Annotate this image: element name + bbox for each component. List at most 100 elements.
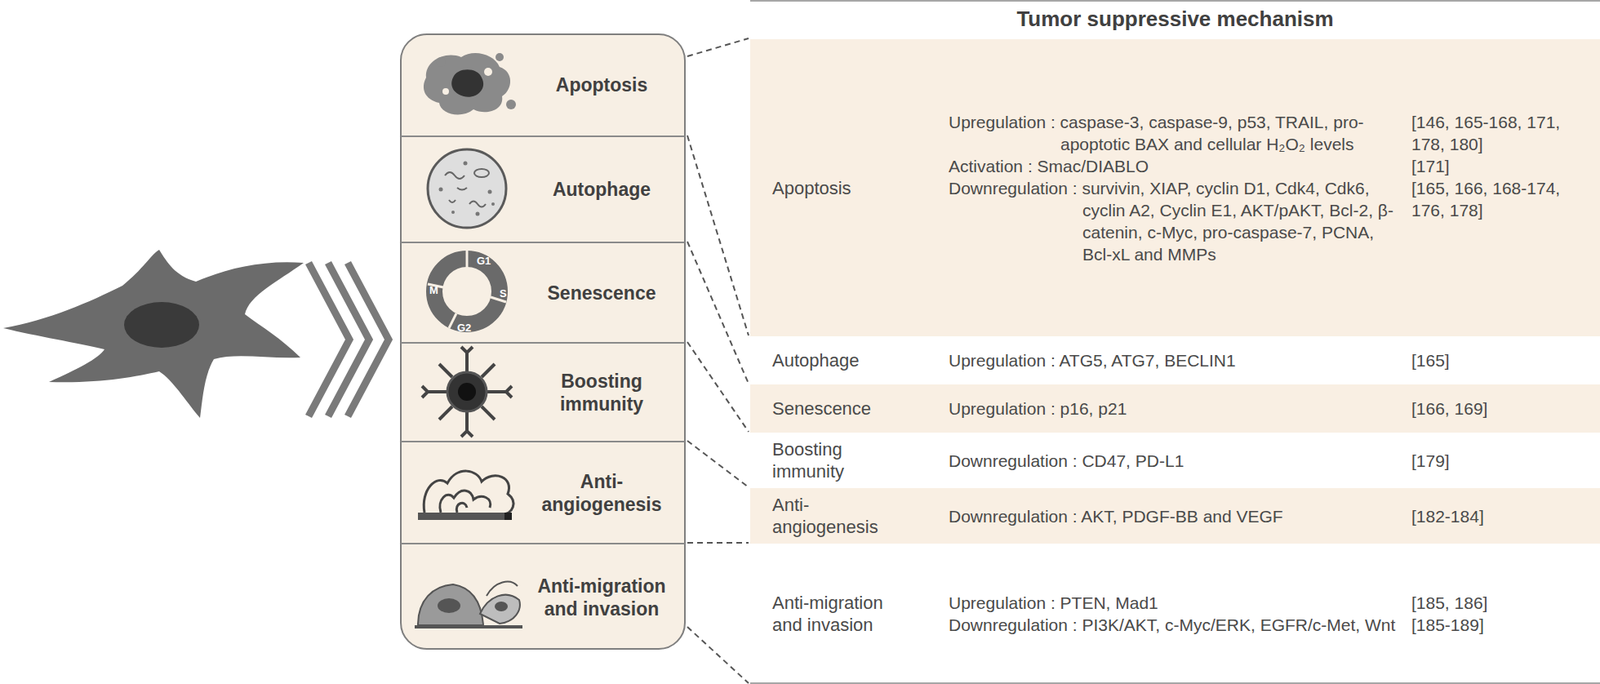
cell-cycle-icon-part-part <box>466 250 469 268</box>
autophage-icon-part-part <box>444 172 465 179</box>
panel <box>400 34 685 649</box>
cell-cycle-icon-part <box>427 250 507 329</box>
apoptosis-icon-part <box>442 88 449 95</box>
mechanism-cell: Downregulation : PI3K/AKT, c-Myc/ERK, EG… <box>948 613 1406 636</box>
autophage-icon-part-part <box>491 202 495 206</box>
chevron-arrows <box>308 262 389 417</box>
table-row: Anti-migration and invasion Upregulation … <box>750 543 1600 684</box>
apoptosis-icon-part <box>484 67 493 76</box>
box-label: Apoptosis <box>555 73 648 97</box>
box-label: Autophage <box>552 177 651 201</box>
migration-icon-part <box>480 595 520 624</box>
mechanism-cell: Downregulation : CD47, PD-L1 <box>948 449 1406 472</box>
panel-part <box>400 34 685 649</box>
mechanism-cell: Upregulation : caspase-3, caspase-9, p53… <box>948 111 1406 156</box>
category-cell: Boosting immunity <box>772 438 907 483</box>
zoom-lines-part <box>687 440 749 488</box>
panel-box: Boosting immunity <box>400 342 685 441</box>
cell-cycle-icon-part-part <box>448 313 457 329</box>
angiogenesis-icon <box>417 471 514 520</box>
autophage-icon-part <box>444 168 489 208</box>
autophage-icon-part-part <box>469 201 486 208</box>
apoptosis-icon-part <box>423 53 511 115</box>
autophage-icon-part-part <box>448 200 456 203</box>
migration-icon <box>414 582 523 627</box>
mechanism-cell: Upregulation : PTEN, Mad1 <box>948 591 1406 614</box>
immune-cell-icon-part <box>465 412 469 432</box>
reference-cell: [182-184] <box>1411 505 1587 528</box>
immune-cell-icon-part <box>465 352 469 372</box>
immune-cell-icon-part <box>439 406 453 420</box>
autophage-icon-part-part <box>488 190 493 195</box>
cell-cycle-icon <box>427 250 507 329</box>
box-label: Anti-angiogenesis <box>536 470 667 516</box>
mechanism-cell: Upregulation : ATG5, ATG7, BECLIN1 <box>948 349 1406 372</box>
category-cell: Autophage <box>772 349 907 372</box>
migration-icon-part <box>417 584 484 626</box>
panel-box: Apoptosis <box>400 33 685 136</box>
cell-illustration-part <box>3 249 304 418</box>
table-heading: Tumor suppressive mechanism <box>750 6 1600 32</box>
zoom-lines-part <box>687 135 749 336</box>
phase-label: G1 <box>476 254 491 267</box>
immune-cell-icon-part <box>481 364 495 378</box>
autophage-icon-part-part <box>463 161 468 166</box>
row-cells: Upregulation : caspase-3, caspase-9, p53… <box>948 111 1587 266</box>
mechanism-cell: Upregulation : p16, p21 <box>948 397 1406 420</box>
autophage-icon-part-part <box>474 168 489 178</box>
reference-cell: [185-189] <box>1411 613 1587 636</box>
immune-cell-icon-part <box>461 431 473 437</box>
zoom-lines-part <box>687 626 749 684</box>
autophage-icon-part <box>427 149 507 228</box>
immune-cell-icon-part <box>461 346 473 353</box>
autophage-icon-part <box>439 161 496 217</box>
zoom-lines-part <box>687 542 749 544</box>
category-cell: Senescence <box>772 397 907 420</box>
immune-cell-icon-part <box>427 390 447 394</box>
zoom-lines-part <box>687 38 749 57</box>
row-cells: Upregulation : PTEN, Mad1[185, 186]Downr… <box>948 591 1587 636</box>
table-row: Anti-angiogenesis Downregulation : AKT, P… <box>750 488 1600 544</box>
table-row: SenescenceUpregulation : p16, p21[166, 1… <box>750 384 1600 433</box>
angiogenesis-icon-part <box>423 471 514 515</box>
box-label: Senescence <box>547 281 657 305</box>
immune-cell-icon-part <box>506 386 512 398</box>
immune-cell-icon-part <box>439 364 453 378</box>
immune-cell-icon-part <box>457 382 476 401</box>
category-cell: Apoptosis <box>772 177 907 200</box>
autophage-icon <box>427 149 507 228</box>
panel-box: Anti-angiogenesis <box>400 440 685 543</box>
cell-cycle-icon-part <box>434 258 500 325</box>
immune-cell-icon-part <box>487 390 507 394</box>
mechanism-cell: Activation : Smac/DIABLO <box>948 155 1406 178</box>
apoptosis-icon-part <box>435 57 446 67</box>
mechanism-table: Tumor suppressive mechanismApoptosisUpre… <box>750 0 1600 684</box>
migration-icon-part <box>486 582 518 596</box>
mechanism-cell: Downregulation : AKT, PDGF-BB and VEGF <box>948 505 1406 528</box>
reference-cell: [171] <box>1411 155 1587 178</box>
reference-cell: [146, 165-168, 171, 178, 180] <box>1411 111 1587 156</box>
migration-icon-part <box>437 598 461 614</box>
table-row: Boosting immunity Downregulation : CD47, … <box>750 432 1600 489</box>
panel-box: Anti-migration and invasion <box>400 542 685 650</box>
box-label: Boosting immunity <box>536 369 667 416</box>
cell-illustration <box>3 249 304 418</box>
immune-cell-icon-part <box>447 372 487 412</box>
panel-box: Senescence <box>400 241 685 343</box>
apoptosis-icon-part <box>495 53 504 62</box>
chevron-arrows-part <box>347 262 389 417</box>
phase-label: G2 <box>457 321 472 334</box>
row-cells: Downregulation : AKT, PDGF-BB and VEGF[1… <box>948 505 1587 528</box>
phase-label: M <box>429 284 439 297</box>
reference-cell: [179] <box>1411 449 1587 472</box>
autophage-icon-part-part <box>457 187 467 191</box>
autophage-icon-part-part <box>451 210 455 214</box>
apoptosis-icon <box>423 53 516 115</box>
category-cell: Anti-angiogenesis <box>772 493 907 538</box>
mechanism-cell: Downregulation : survivin, XIAP, cyclin … <box>948 177 1406 266</box>
zoom-lines-part <box>687 241 749 384</box>
row-cells: Upregulation : ATG5, ATG7, BECLIN1[165] <box>948 349 1587 372</box>
apoptosis-icon-part <box>506 99 516 110</box>
reference-cell: [165] <box>1411 349 1587 372</box>
category-cell: Anti-migration and invasion <box>772 591 907 636</box>
